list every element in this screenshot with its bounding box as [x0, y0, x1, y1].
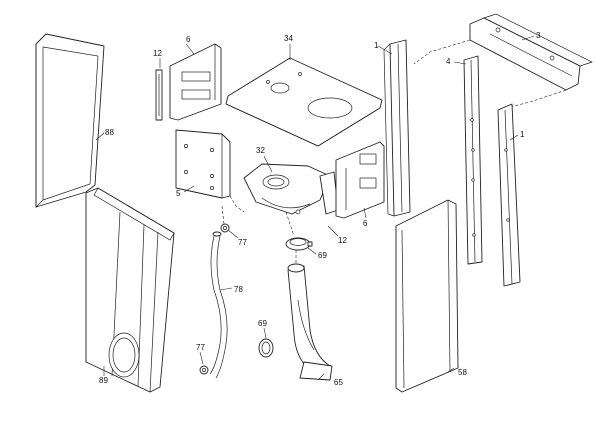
- part-88-rear-panel: [35, 33, 105, 208]
- part-65-flue-pipe: [287, 263, 333, 381]
- callout-4: 4: [446, 57, 451, 66]
- part-3-wall-bracket: [413, 13, 593, 109]
- part-1-rail-right: [497, 103, 521, 287]
- part-89-front-cover: [85, 187, 175, 393]
- callout-6-lower: 6: [363, 219, 368, 228]
- part-58-side-panel: [395, 199, 459, 393]
- callout-77-lower: 77: [196, 343, 205, 352]
- callout-1-right: 1: [520, 130, 525, 139]
- part-77-clip-upper: [220, 223, 230, 233]
- part-1-rail-left: [383, 39, 411, 217]
- part-6-bracket-right: [335, 141, 385, 219]
- callout-58: 58: [458, 368, 467, 377]
- part-12-clip-left: [155, 69, 163, 121]
- callout-1-left: 1: [374, 41, 379, 50]
- leader-lines: [95, 35, 535, 381]
- callout-65: 65: [334, 378, 343, 387]
- part-69-clamp-upper: [285, 237, 313, 251]
- part-77-clip-lower: [199, 365, 209, 375]
- part-78-hose: [209, 231, 228, 379]
- part-69-clamp-lower: [258, 338, 274, 358]
- part-34-top-plate: [225, 57, 383, 147]
- callout-69-upper: 69: [318, 251, 327, 260]
- part-32-flue-hood: [243, 163, 339, 215]
- callout-6-upper: 6: [186, 35, 191, 44]
- part-6-bracket-left: [169, 43, 222, 121]
- callout-3: 3: [536, 31, 541, 40]
- assembly-guide-lines: [221, 195, 297, 264]
- callout-32: 32: [256, 146, 265, 155]
- callout-77-upper: 77: [238, 238, 247, 247]
- callout-5: 5: [176, 189, 181, 198]
- callout-labels: 88 6 12 5 34 32 1 4 3 1 6 12 77 69 78 69…: [99, 31, 541, 387]
- callout-12-left: 12: [153, 49, 162, 58]
- callout-89: 89: [99, 376, 108, 385]
- callout-34: 34: [284, 34, 293, 43]
- callout-88: 88: [105, 128, 114, 137]
- callout-12-right: 12: [338, 236, 347, 245]
- callout-69-lower: 69: [258, 319, 267, 328]
- part-5-bracket: [175, 129, 231, 199]
- part-4-rail: [463, 55, 483, 265]
- callout-78: 78: [234, 285, 243, 294]
